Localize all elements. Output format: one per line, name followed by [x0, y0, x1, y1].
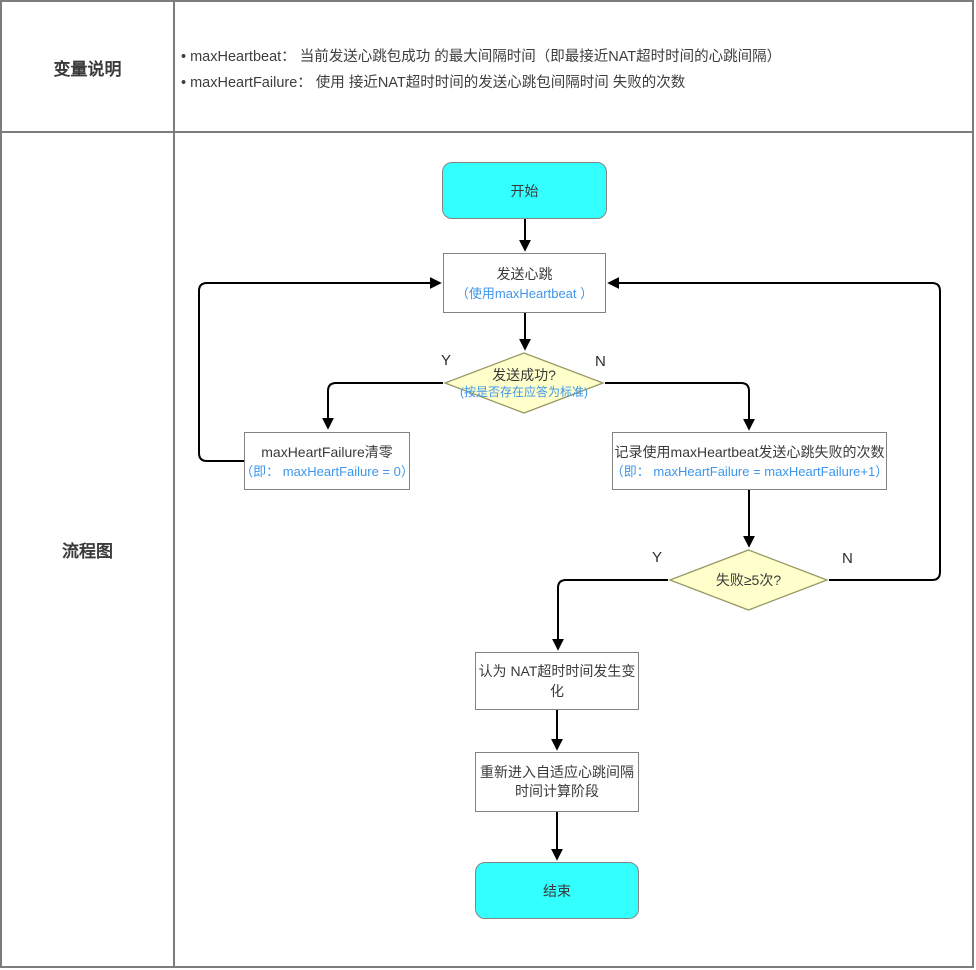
- decision-send-success-note: (按是否存在应答为标准): [460, 385, 588, 399]
- decision-fail-count-label: 失败≥5次?: [715, 572, 782, 588]
- node-record-failure-count: 记录使用maxHeartbeat发送心跳失败的次数 （即： maxHeartFa…: [610, 432, 889, 490]
- branch-label-d1-yes: Y: [441, 352, 452, 369]
- table-column-divider: [173, 0, 175, 968]
- branch-label-d2-yes: Y: [652, 549, 663, 566]
- node-send-heartbeat: 发送心跳 （使用maxHeartbeat ）: [443, 253, 606, 313]
- decision-send-success-label: 发送成功?: [492, 367, 556, 383]
- branch-label-d1-no: N: [595, 353, 606, 370]
- node-assume-nat-changed: 认为 NAT超时时间发生变化: [475, 652, 639, 710]
- variable-notes: • maxHeartbeat： 当前发送心跳包成功 的最大间隔时间（即最接近NA…: [181, 44, 961, 96]
- node-assume-label: 认为 NAT超时时间发生变化: [478, 663, 636, 699]
- connector-decision1-no-to-record: [605, 382, 755, 431]
- flowchart-section-label: 流程图: [62, 542, 113, 561]
- table-row-divider: [0, 131, 974, 133]
- node-decision-send-success: 发送成功? (按是否存在应答为标准): [443, 352, 605, 414]
- node-reset-label: maxHeartFailure清零: [261, 443, 393, 460]
- node-send-heartbeat-note: （使用maxHeartbeat ）: [455, 285, 594, 301]
- connector-decision2-yes-to-assume: [552, 579, 668, 651]
- branch-label-d2-no: N: [842, 550, 853, 567]
- node-start: 开始: [442, 162, 607, 219]
- node-end-label: 结束: [543, 882, 571, 899]
- note-maxheartfailure: • maxHeartFailure： 使用 接近NAT超时时间的发送心跳包间隔时…: [181, 75, 686, 91]
- diamond-shape: [443, 352, 605, 414]
- node-reenter-adaptive-phase: 重新进入自适应心跳间隔时间计算阶段: [475, 752, 639, 812]
- node-reenter-label: 重新进入自适应心跳间隔时间计算阶段: [480, 764, 634, 799]
- variables-section-label: 变量说明: [53, 59, 122, 79]
- node-send-heartbeat-label: 发送心跳: [496, 265, 553, 282]
- diamond-shape: [668, 549, 829, 611]
- node-end: 结束: [475, 862, 639, 919]
- node-record-label: 记录使用maxHeartbeat发送心跳失败的次数: [614, 443, 885, 460]
- node-record-note: （即： maxHeartFailure = maxHeartFailure+1）: [610, 463, 889, 479]
- node-reset-note: （即： maxHeartFailure = 0）: [240, 463, 414, 479]
- node-decision-fail-count: 失败≥5次?: [668, 549, 829, 611]
- node-start-label: 开始: [510, 182, 539, 199]
- note-maxheartbeat: • maxHeartbeat： 当前发送心跳包成功 的最大间隔时间（即最接近NA…: [181, 49, 782, 65]
- node-reset-failure-count: maxHeartFailure清零 （即： maxHeartFailure = …: [240, 432, 414, 490]
- connector-decision1-yes-to-reset: [322, 382, 443, 430]
